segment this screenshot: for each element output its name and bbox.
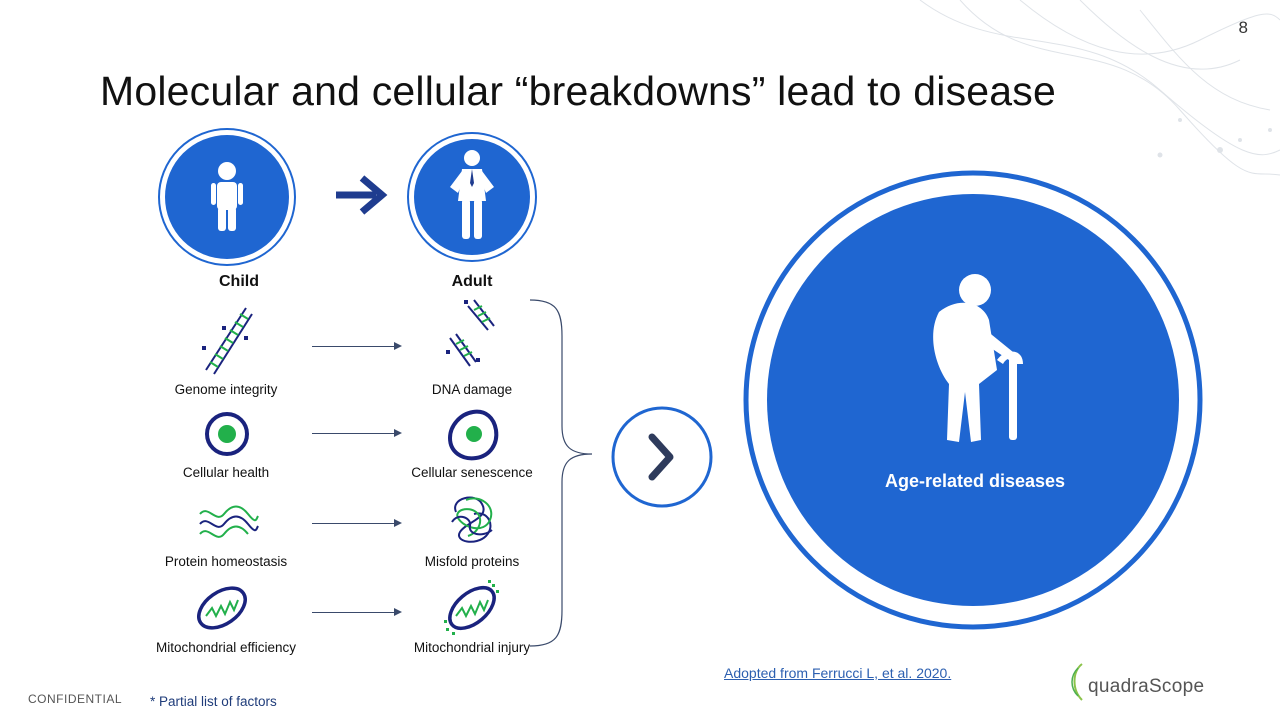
footnote: * Partial list of factors	[150, 694, 277, 709]
slide-number: 8	[1238, 18, 1248, 37]
protein-strands-icon	[199, 505, 259, 538]
healthy-cell-icon	[205, 412, 249, 456]
child-person-icon	[158, 128, 296, 266]
factor-child-label-2: Cellular health	[182, 465, 270, 480]
grouping-brace	[529, 299, 593, 647]
row-arrow-head-1	[394, 342, 402, 350]
row-arrow-head-3	[394, 519, 402, 527]
row-arrow-2	[312, 433, 396, 434]
adult-header: Adult	[451, 273, 493, 290]
row-arrow-3	[312, 523, 396, 524]
adult-person-icon	[407, 132, 537, 262]
row-arrow-head-2	[394, 429, 402, 437]
factor-adult-label-4: Mitochondrial injury	[413, 640, 531, 655]
factor-child-label-4: Mitochondrial efficiency	[155, 640, 297, 655]
row-arrow-head-4	[394, 608, 402, 616]
outcome-label: Age-related diseases	[884, 471, 1066, 491]
brand-name: quadraScope	[1088, 676, 1205, 697]
damaged-dna-icon	[446, 299, 495, 367]
dna-helix-icon	[202, 307, 253, 375]
factor-adult-label-3: Misfold proteins	[424, 554, 520, 569]
next-chevron-icon	[611, 406, 713, 508]
factor-adult-label-1: DNA damage	[431, 382, 513, 397]
mitochondrion-icon	[197, 586, 247, 630]
child-header: Child	[219, 273, 259, 290]
senescent-cell-icon	[447, 409, 499, 461]
citation-link[interactable]: Adopted from Ferrucci L, et al. 2020.	[724, 665, 952, 681]
confidential-label: CONFIDENTIAL	[28, 692, 123, 706]
row-arrow-1	[312, 346, 396, 347]
right-arrow-icon	[336, 175, 388, 215]
factor-adult-label-2: Cellular senescence	[411, 465, 533, 480]
factor-child-label-3: Protein homeostasis	[164, 554, 288, 569]
dna-background-graphic	[919, 0, 1280, 176]
misfolded-protein-icon	[451, 496, 493, 543]
factor-child-label-1: Genome integrity	[174, 382, 278, 397]
quadrascope-logo-icon	[1071, 663, 1083, 701]
elderly-person-icon	[743, 170, 1203, 630]
slide-title: Molecular and cellular “breakdowns” lead…	[100, 68, 1056, 114]
row-arrow-4	[312, 612, 396, 613]
injured-mitochondrion-icon	[444, 580, 499, 635]
